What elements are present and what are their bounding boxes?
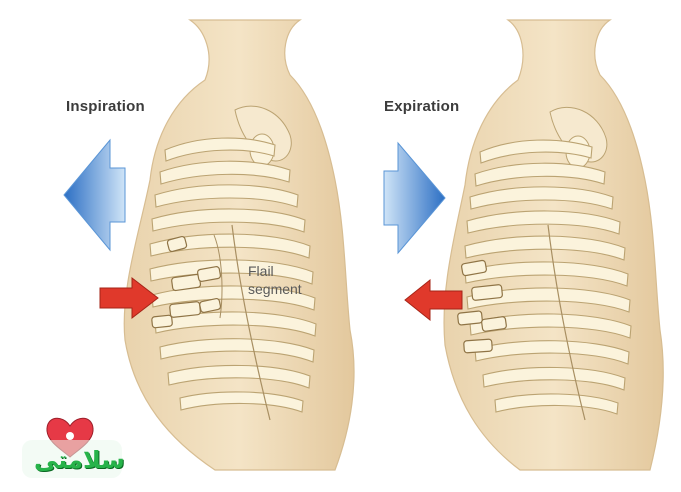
expiration-label: Expiration [384,98,459,115]
flail-segment-annotation: Flail segment [248,262,302,298]
annotation-line1: Flail [248,262,302,280]
air-arrow-left [64,140,125,250]
watermark-text: سلامتی [34,446,125,474]
inspiration-label: Inspiration [66,98,145,115]
air-arrow-right [384,143,445,253]
annotation-line2: segment [248,280,302,298]
